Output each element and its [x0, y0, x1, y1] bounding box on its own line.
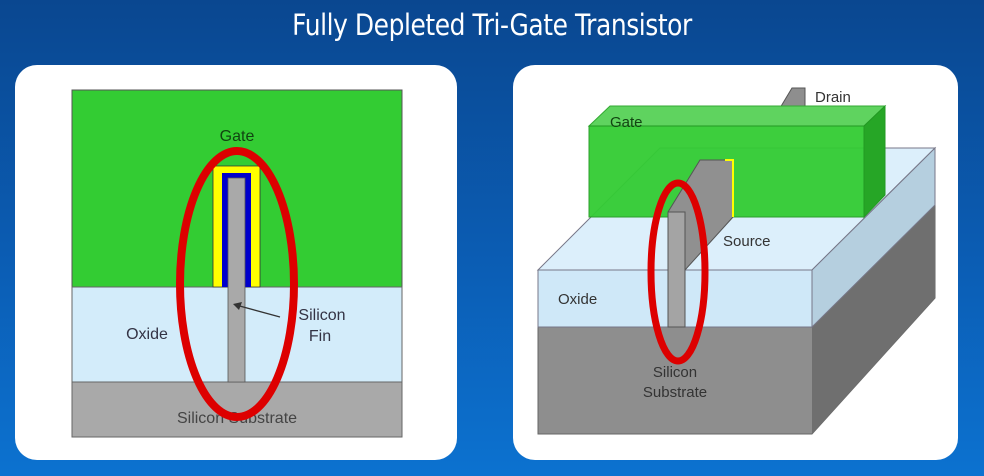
highlight-ellipse [647, 179, 709, 365]
silicon-fin [227, 177, 246, 383]
oxide-label: Oxide [126, 326, 168, 343]
fin-arrow [235, 304, 281, 318]
gate-label: Gate [220, 128, 255, 145]
3d-view-diagram: Gate Drain Source Oxide Silicon Substrat… [536, 87, 937, 435]
fin-label-line1: Silicon [298, 307, 345, 324]
oxide-label: Oxide [558, 291, 597, 308]
gate-label: Gate [610, 114, 643, 131]
drain-label: Drain [815, 89, 851, 106]
substrate-label-line2: Substrate [643, 384, 707, 401]
page-title: Fully Depleted Tri-Gate Transistor [292, 8, 692, 42]
substrate-label-line1: Silicon [653, 364, 697, 381]
3d-view-panel: Gate Drain Source Oxide Silicon Substrat… [513, 65, 958, 460]
highlight-ellipse [176, 147, 298, 421]
cross-section-panel: Gate Oxide Silicon Fin Silicon Substrate [15, 65, 457, 460]
cross-section-diagram: Gate Oxide Silicon Fin Silicon Substrate [71, 89, 403, 438]
fin-label-line2: Fin [309, 328, 331, 345]
source-label: Source [723, 233, 771, 250]
